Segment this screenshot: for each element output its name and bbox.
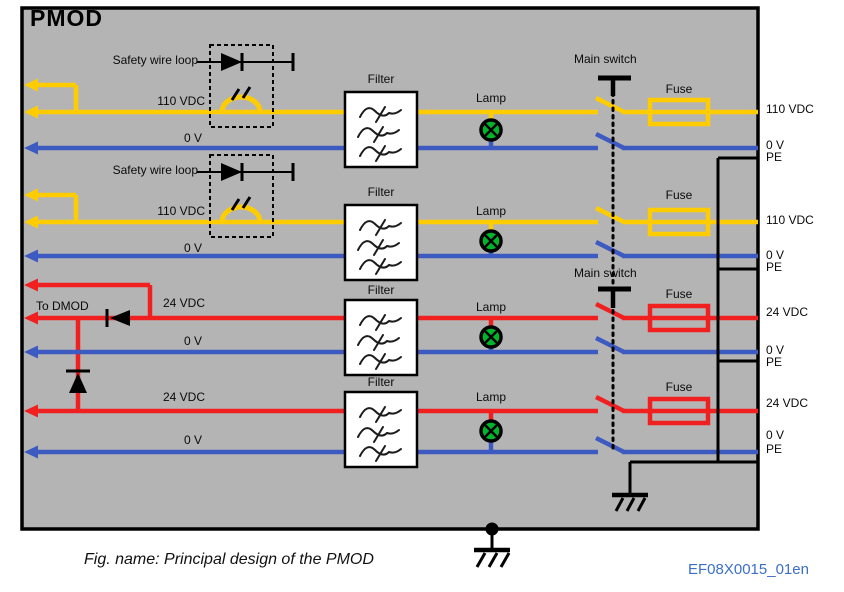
fuse-3 xyxy=(647,303,711,333)
safety-wire-loop-label-2: Safety wire loop xyxy=(112,163,198,177)
return-label-left-1: 0 V xyxy=(183,131,202,145)
terminal-label-0v-2: 0 V xyxy=(766,248,785,262)
arrow-left-icon xyxy=(24,141,38,155)
return-label-left-4: 0 V xyxy=(183,433,202,447)
safety-wire-loop-label-1: Safety wire loop xyxy=(112,53,198,67)
switch-blade-return-3 xyxy=(594,335,626,355)
lamp-4 xyxy=(479,411,503,452)
arrow-left-icon xyxy=(24,188,38,202)
filter-label-3: Filter xyxy=(367,283,395,297)
arrow-left-icon xyxy=(24,404,38,418)
filter-1 xyxy=(343,90,419,169)
switch-blade-supply-4 xyxy=(594,394,626,414)
fuse-label-1: Fuse xyxy=(665,82,693,96)
supply-label-left-3: 24 VDC xyxy=(162,296,205,310)
circuit-4-24vdc xyxy=(24,390,758,469)
safety-wire-loop-assembly-1 xyxy=(195,44,295,128)
switch-blade-supply-2 xyxy=(594,205,626,225)
arrow-left-icon xyxy=(24,105,38,119)
fuse-label-4: Fuse xyxy=(665,380,693,394)
circuit-2-110vdc xyxy=(24,154,758,282)
terminal-label-24vdc-4: 24 VDC xyxy=(766,396,809,410)
main-switch-handle-110v xyxy=(598,75,631,96)
lamp-1 xyxy=(479,112,503,148)
switch-blade-supply-1 xyxy=(594,95,626,115)
terminal-label-0v-3: 0 V xyxy=(766,343,785,357)
arrow-left-icon xyxy=(24,78,38,92)
lamp-label-1: Lamp xyxy=(475,91,507,105)
switch-blade-return-1 xyxy=(594,131,626,151)
earth-ground-right xyxy=(612,462,648,512)
switch-blade-supply-3 xyxy=(594,301,626,321)
lamp-icon xyxy=(479,118,503,142)
lamp-label-2: Lamp xyxy=(475,204,507,218)
lamp-3 xyxy=(479,318,503,352)
arrow-left-icon xyxy=(24,215,38,229)
fuse-2 xyxy=(647,207,711,237)
terminal-label-pe-2: PE xyxy=(766,260,783,274)
terminal-label-pe-4: PE xyxy=(766,442,783,456)
arrow-left-icon xyxy=(24,249,38,263)
circuit-1-110vdc xyxy=(24,44,758,169)
terminal-label-24vdc-3: 24 VDC xyxy=(766,305,809,319)
terminal-label-110vdc-2: 110 VDC xyxy=(766,213,814,227)
filter-label-2: Filter xyxy=(367,185,395,199)
fuse-label-2: Fuse xyxy=(665,188,693,202)
terminal-label-pe-3: PE xyxy=(766,355,783,369)
fuse-4 xyxy=(647,396,711,426)
pmod-title: PMOD xyxy=(30,5,103,31)
main-switch-label-1: Main switch xyxy=(574,52,637,66)
lamp-label-3: Lamp xyxy=(475,300,507,314)
terminal-label-0v-1: 0 V xyxy=(766,138,785,152)
dmod-diode-icon xyxy=(69,373,87,393)
to-dmod-label: To DMOD xyxy=(36,299,89,313)
pe-bus xyxy=(630,158,758,464)
filter-4 xyxy=(343,390,419,469)
terminal-label-pe-1: PE xyxy=(766,150,783,164)
supply-label-left-2: 110 VDC xyxy=(157,204,205,218)
earth-ground-bottom xyxy=(474,522,511,568)
connector-dashed-box xyxy=(209,44,274,128)
arrow-left-icon xyxy=(24,345,38,359)
return-label-left-2: 0 V xyxy=(183,241,202,255)
fuse-label-3: Fuse xyxy=(665,287,693,301)
switch-blade-return-2 xyxy=(594,239,626,259)
lamp-icon xyxy=(479,325,503,349)
main-switch-label-2: Main switch xyxy=(574,266,637,280)
supply-label-left-4: 24 VDC xyxy=(162,390,205,404)
arrow-left-icon xyxy=(24,445,38,459)
return-label-left-3: 0 V xyxy=(183,334,202,348)
terminal-label-0v-4: 0 V xyxy=(766,428,785,442)
lamp-icon xyxy=(479,419,503,443)
filter-3 xyxy=(343,298,419,377)
dmod-diode-icon xyxy=(110,310,130,326)
figure-caption: Fig. name: Principal design of the PMOD xyxy=(84,551,374,568)
lamp-icon xyxy=(479,229,503,253)
lamp-label-4: Lamp xyxy=(475,390,507,404)
lamp-2 xyxy=(479,222,503,256)
main-switch-linkage xyxy=(598,75,631,452)
arrow-left-icon xyxy=(24,278,38,292)
safety-wire-loop-assembly-2 xyxy=(195,154,295,238)
arrow-left-icon xyxy=(24,311,38,325)
supply-label-left-1: 110 VDC xyxy=(157,94,205,108)
connector-dashed-box xyxy=(209,154,274,238)
filter-label-1: Filter xyxy=(367,72,395,86)
terminal-label-110vdc-1: 110 VDC xyxy=(766,102,814,116)
filter-label-4: Filter xyxy=(367,375,395,389)
filter-2 xyxy=(343,203,419,282)
switch-blade-return-4 xyxy=(594,435,626,455)
circuit-3-24vdc xyxy=(24,278,758,411)
document-number: EF08X0015_01en xyxy=(688,561,809,578)
fuse-1 xyxy=(647,97,711,127)
main-switch-handle-24v xyxy=(598,286,631,308)
